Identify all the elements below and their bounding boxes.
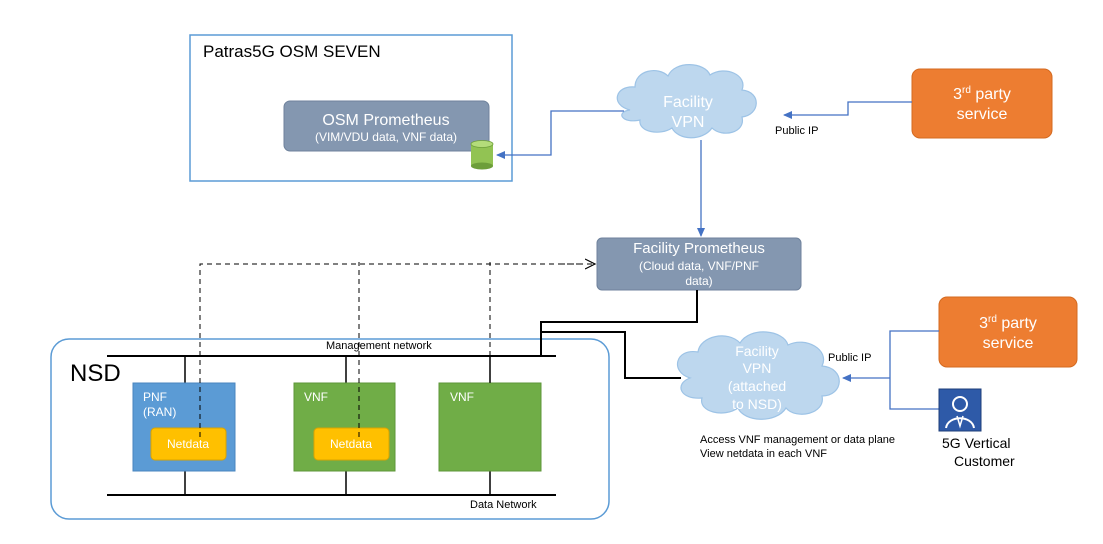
osm-prometheus-box: [283, 100, 490, 152]
vertical-customer-line1: 5G Vertical: [942, 435, 1010, 451]
facility-prometheus-title: Facility Prometheus: [633, 240, 765, 257]
vnf1-label: VNF: [304, 390, 328, 404]
facility-vpn-nsd-cloud: [676, 331, 840, 420]
third-party-bottom-line2: service: [983, 335, 1034, 352]
vnf2-box: [438, 382, 542, 472]
facility-vpn-nsd-line4: to NSD): [732, 396, 782, 412]
third-party-service-bottom: [938, 296, 1078, 368]
third-party-bottom-connector: [889, 330, 939, 410]
pnf-netdata-label: Netdata: [167, 437, 209, 451]
nsd-title: NSD: [70, 360, 121, 387]
facility-vpn-line2: VPN: [672, 114, 705, 131]
public-ip-label-top: Public IP: [775, 125, 818, 137]
access-note-line1: Access VNF management or data plane: [700, 434, 895, 446]
facility-vpn-cloud: [616, 64, 757, 139]
osm-prometheus-title: OSM Prometheus: [322, 112, 449, 129]
osm-prometheus-subtitle: (VIM/VDU data, VNF data): [315, 130, 457, 144]
vnf1-netdata-label: Netdata: [330, 437, 372, 451]
vnf1-netdata-box: [313, 427, 390, 461]
facility-prometheus-box: [596, 237, 802, 291]
facility-vpn-nsd-line3: (attached: [728, 378, 786, 394]
pnf-label-line2: (RAN): [143, 405, 176, 419]
monitoring-dashed-links: [199, 262, 582, 437]
facility-vpn-line1: Facility: [663, 94, 713, 111]
third-party-service-top: [911, 68, 1053, 139]
facility-prometheus-line3: data): [685, 274, 712, 288]
user-icon: [938, 388, 982, 432]
pnf-netdata-box: [150, 427, 227, 461]
public-ip-label-bottom: Public IP: [828, 352, 871, 364]
database-icon: [470, 140, 494, 170]
third-party-top-line1: 3rd party: [953, 85, 1011, 103]
management-to-nsd-vpn-link: [541, 331, 681, 379]
pnf-label-line1: PNF: [143, 390, 167, 404]
management-network-label: Management network: [326, 340, 432, 352]
third-party-top-line2: service: [957, 106, 1008, 123]
osm-box-title: Patras5G OSM SEVEN: [203, 42, 381, 61]
access-note-line2: View netdata in each VNF: [700, 448, 827, 460]
facility-vpn-nsd-line2: VPN: [743, 360, 772, 376]
facility-prometheus-line2: (Cloud data, VNF/PNF: [639, 259, 759, 273]
prometheus-to-management-link: [540, 290, 698, 356]
vertical-customer-line2: Customer: [954, 453, 1015, 469]
vnf2-label: VNF: [450, 390, 474, 404]
public-ip-connector-top: [783, 101, 912, 119]
facility-vpn-nsd-line1: Facility: [735, 343, 779, 359]
vpn-to-osm-connector: [496, 110, 624, 159]
third-party-bottom-line1: 3rd party: [979, 314, 1037, 332]
data-network-label: Data Network: [470, 499, 537, 511]
